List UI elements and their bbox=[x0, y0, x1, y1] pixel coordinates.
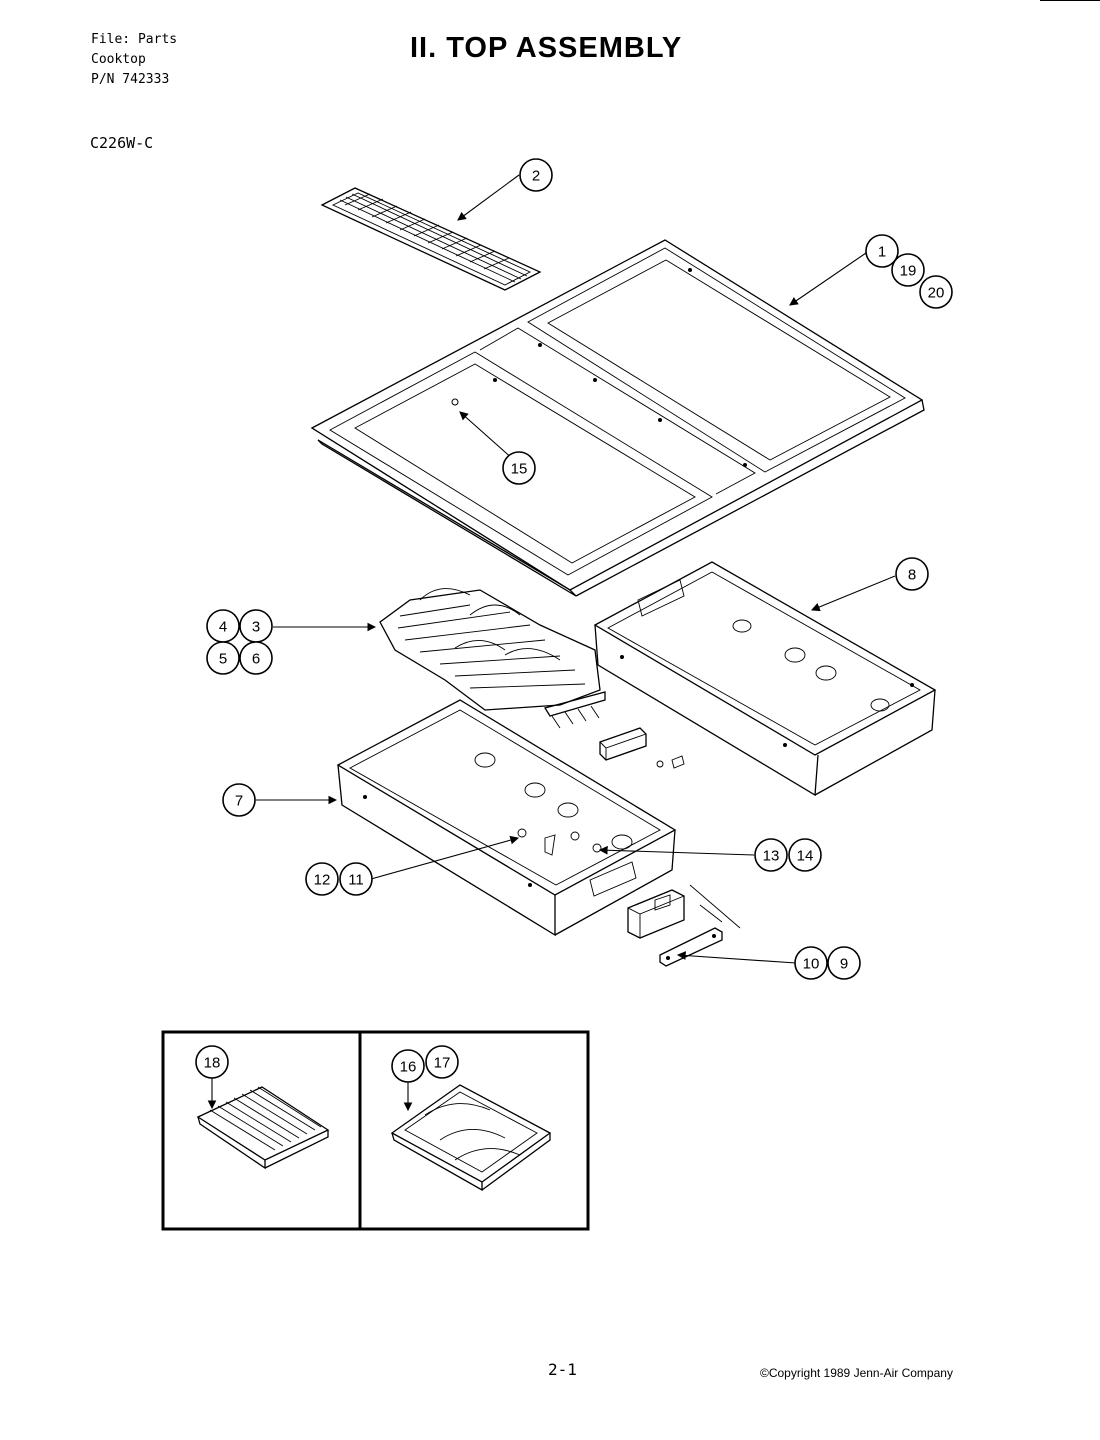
callout-4: 4 bbox=[206, 609, 240, 643]
file-info: File: Parts Cooktop P/N 742333 bbox=[91, 30, 177, 90]
svg-text:1: 1 bbox=[878, 244, 886, 261]
svg-text:13: 13 bbox=[763, 848, 780, 865]
callout-2: 2 bbox=[519, 158, 553, 192]
svg-text:12: 12 bbox=[314, 872, 331, 889]
switch-bracket-part bbox=[627, 884, 741, 967]
callout-19: 19 bbox=[891, 253, 925, 287]
svg-text:8: 8 bbox=[908, 567, 916, 584]
heating-element-part bbox=[379, 588, 606, 729]
page-title: II. TOP ASSEMBLY bbox=[410, 32, 683, 64]
callout-11: 11 bbox=[339, 862, 373, 896]
terminal-block-part bbox=[599, 727, 685, 769]
callout-9: 9 bbox=[827, 946, 861, 980]
svg-text:18: 18 bbox=[204, 1055, 221, 1072]
callout-6: 6 bbox=[239, 641, 273, 675]
model-number: C226W-C bbox=[90, 134, 154, 152]
right-pan-part bbox=[593, 561, 937, 797]
svg-text:6: 6 bbox=[252, 651, 260, 668]
copyright-notice: ©Copyright 1989 Jenn-Air Company bbox=[760, 1366, 953, 1380]
rock-grate-part bbox=[390, 1084, 552, 1192]
svg-text:9: 9 bbox=[840, 956, 848, 973]
svg-text:11: 11 bbox=[348, 872, 364, 889]
svg-text:2: 2 bbox=[532, 168, 540, 185]
callout-10: 10 bbox=[794, 946, 828, 980]
griddle-part bbox=[196, 1086, 330, 1170]
callout-16: 16 bbox=[391, 1049, 425, 1083]
cooktop-frame-part bbox=[310, 239, 925, 597]
page-number: 2-1 bbox=[548, 1360, 577, 1379]
callout-7: 7 bbox=[222, 783, 256, 817]
corner-rule bbox=[1040, 0, 1100, 1]
svg-text:3: 3 bbox=[252, 619, 260, 636]
callout-3: 3 bbox=[239, 609, 273, 643]
left-pan-part bbox=[336, 699, 677, 937]
svg-text:15: 15 bbox=[511, 461, 528, 478]
svg-text:4: 4 bbox=[219, 619, 227, 636]
file-line: File: Parts bbox=[91, 32, 178, 47]
callout-14: 14 bbox=[788, 838, 822, 872]
accessory-inset-boxes bbox=[161, 1030, 590, 1231]
callout-8: 8 bbox=[895, 557, 929, 591]
svg-text:20: 20 bbox=[928, 285, 945, 302]
svg-text:10: 10 bbox=[803, 956, 820, 973]
svg-text:5: 5 bbox=[219, 651, 227, 668]
callout-20: 20 bbox=[919, 275, 953, 309]
callout-15: 15 bbox=[502, 451, 536, 485]
callout-12: 12 bbox=[305, 862, 339, 896]
file-line: Cooktop bbox=[91, 52, 146, 67]
svg-text:17: 17 bbox=[434, 1055, 451, 1072]
svg-text:14: 14 bbox=[797, 848, 814, 865]
leader-lines bbox=[207, 174, 896, 1112]
grille-part bbox=[320, 187, 542, 291]
callout-5: 5 bbox=[206, 641, 240, 675]
callout-13: 13 bbox=[754, 838, 788, 872]
svg-text:16: 16 bbox=[400, 1059, 417, 1076]
callout-17: 17 bbox=[425, 1045, 459, 1079]
svg-text:7: 7 bbox=[235, 793, 243, 810]
callout-1: 1 bbox=[865, 234, 899, 268]
callout-18: 18 bbox=[195, 1045, 229, 1079]
svg-text:19: 19 bbox=[900, 263, 917, 280]
file-line: P/N 742333 bbox=[91, 72, 170, 87]
